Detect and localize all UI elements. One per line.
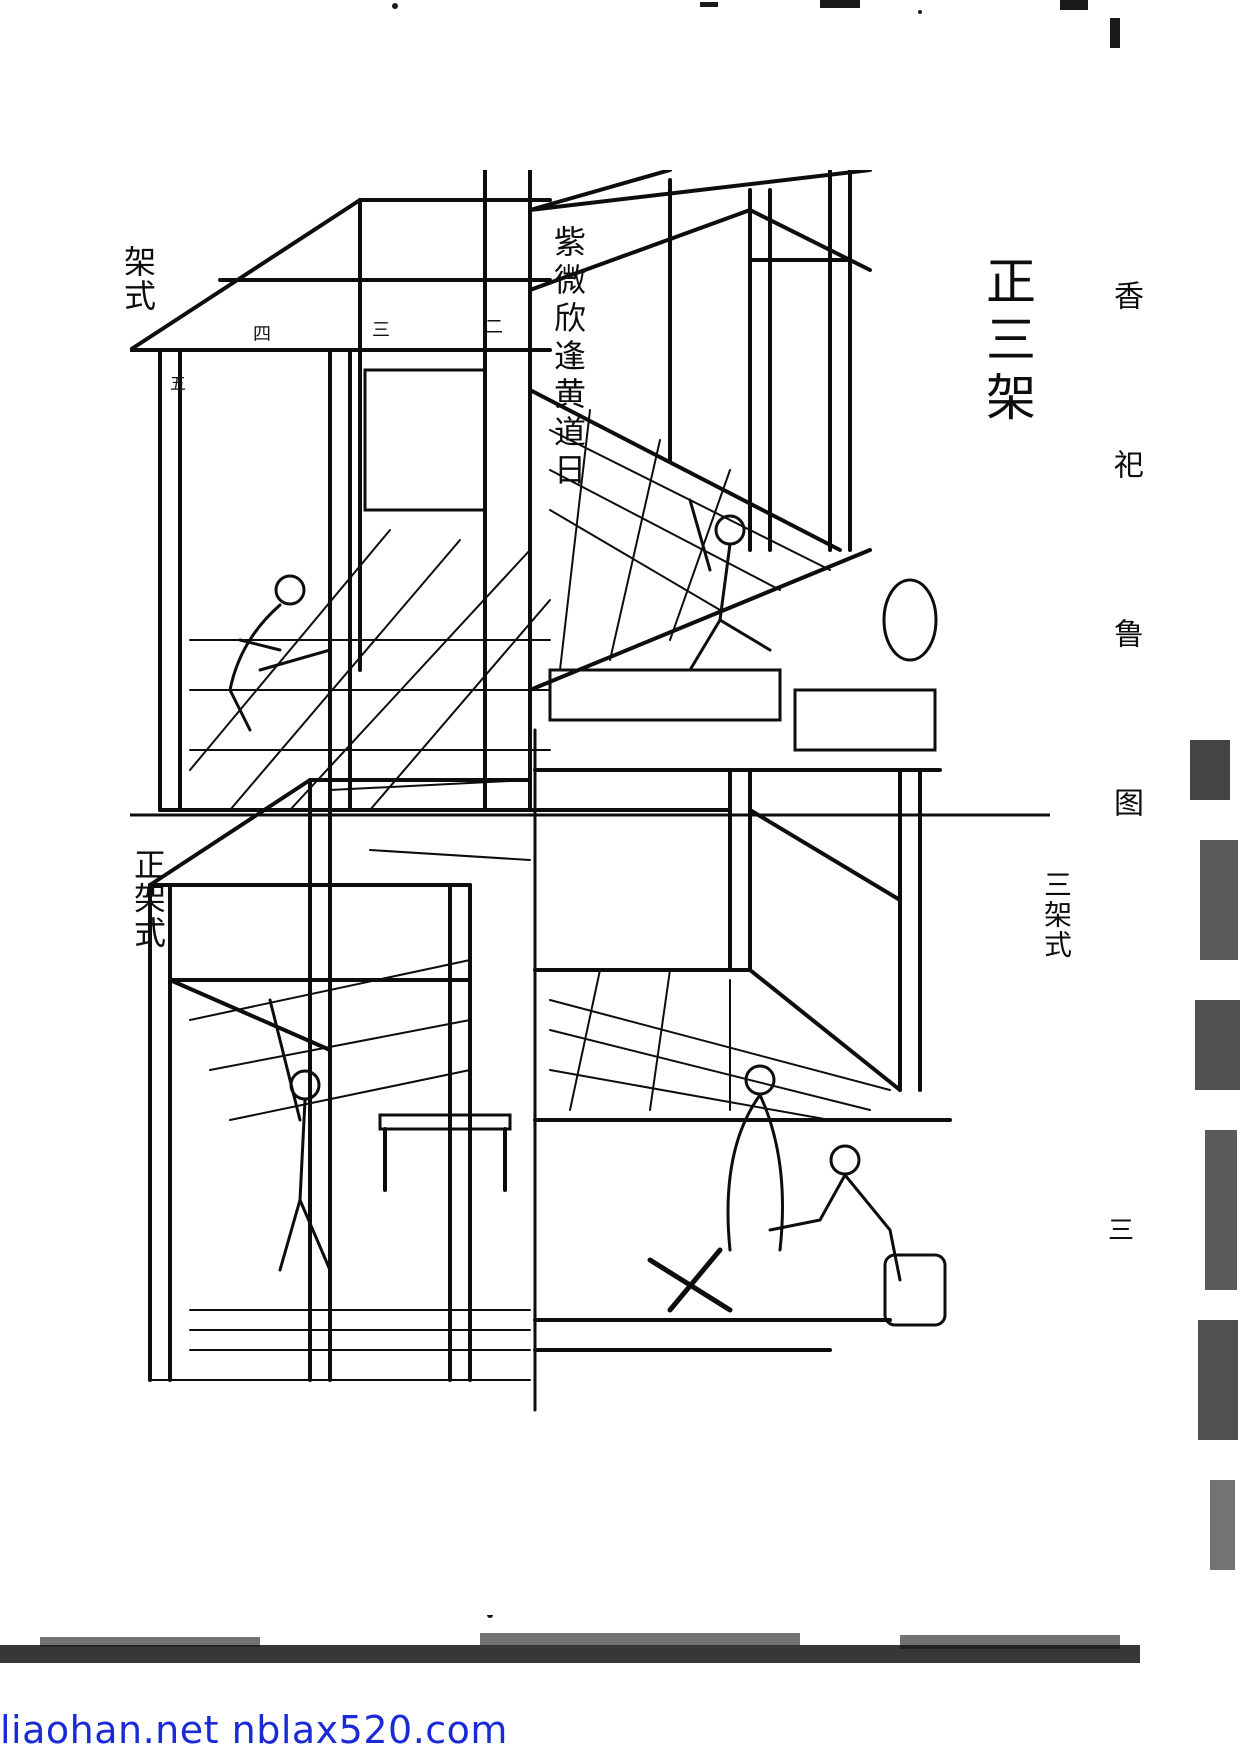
figure-sawyer (228, 574, 332, 732)
figure-seated-carpenter (688, 498, 772, 672)
beam-number-four: 四 (253, 324, 271, 345)
watermark-text: liaohan.net nblax520.com (0, 1708, 508, 1752)
woodblock-illustration (130, 170, 1050, 1412)
scan-noise-right (1190, 740, 1240, 1570)
scan-noise-bottom (0, 1615, 1140, 1663)
panel-bottom-left-structure (148, 778, 532, 1382)
page-number: 三 (1108, 1216, 1135, 1246)
panel-label-bottom-left: 正架式 (129, 848, 167, 950)
center-pillar (483, 170, 532, 812)
panel-label-top-left: 架式 (119, 245, 157, 313)
figure-crouching-worker (768, 1144, 902, 1282)
scan-noise-top (392, 0, 1120, 48)
margin-title: 香 祀 鲁 图 (1108, 280, 1143, 869)
figure-robed-elder (726, 1064, 784, 1252)
beam-number-three: 三 (372, 320, 390, 341)
panel-label-top-right: 正三架 (978, 255, 1036, 429)
beam-number-two: 二 (485, 317, 503, 338)
beam-number-five: 五 (170, 374, 187, 393)
panel-top-right-structure (528, 170, 938, 752)
center-banner: 紫微欣逢黄道日 (549, 225, 587, 491)
panel-bottom-right-structure (533, 768, 952, 1352)
figure-standing-worker (268, 998, 332, 1272)
panel-label-bottom-right: 三架式 (1040, 870, 1073, 960)
